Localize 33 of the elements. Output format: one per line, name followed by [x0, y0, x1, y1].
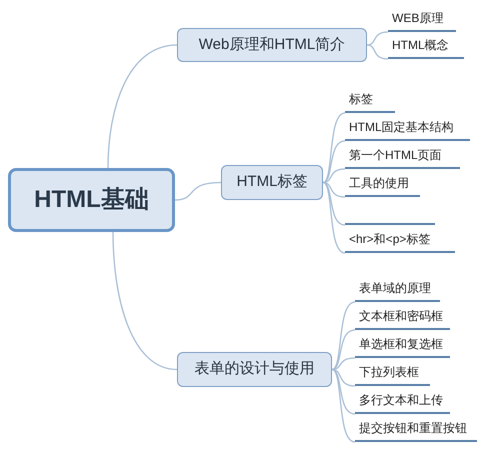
- subtopic-label: 工具的使用: [345, 173, 420, 197]
- subtopic-label: 下拉列表框: [355, 362, 430, 386]
- subtopic-label: 提交按钮和重置按钮: [355, 418, 477, 442]
- subtopic-label: HTML概念: [388, 35, 464, 59]
- branch-line: [332, 368, 356, 387]
- subtopic-label: 表单域的原理: [355, 278, 440, 302]
- subtopic-label: WEB原理: [388, 8, 456, 32]
- topic-box: 表单的设计与使用: [177, 352, 332, 387]
- subtopic-label: 标签: [345, 89, 395, 113]
- root-topic-box: HTML基础: [8, 168, 175, 232]
- branch-line: [322, 112, 346, 184]
- branch-line: [322, 182, 346, 198]
- subtopic-label: <hr>和<p>标签: [345, 229, 455, 253]
- topic-box: Web原理和HTML简介: [177, 28, 367, 62]
- subtopic-label: 单选框和复选框: [355, 334, 450, 358]
- branch-line: [174, 182, 222, 201]
- branch-line: [322, 182, 346, 226]
- subtopic-label: 第一个HTML页面: [345, 145, 460, 169]
- branch-line: [332, 301, 356, 370]
- branch-line: [322, 182, 346, 254]
- subtopic-label: 文本框和密码框: [355, 306, 450, 330]
- branch-line: [112, 232, 178, 370]
- branch-line: [332, 368, 356, 443]
- branch-line: [107, 44, 178, 168]
- subtopic-label: 多行文本和上传: [355, 390, 450, 414]
- branch-line: [332, 357, 356, 370]
- topic-box: HTML标签: [221, 165, 323, 200]
- branch-line: [366, 44, 388, 60]
- branch-line: [332, 368, 356, 415]
- branch-line: [366, 31, 388, 46]
- branch-line: [322, 168, 346, 184]
- branch-line: [322, 140, 346, 184]
- subtopic-label: HTML固定基本结构: [345, 117, 470, 141]
